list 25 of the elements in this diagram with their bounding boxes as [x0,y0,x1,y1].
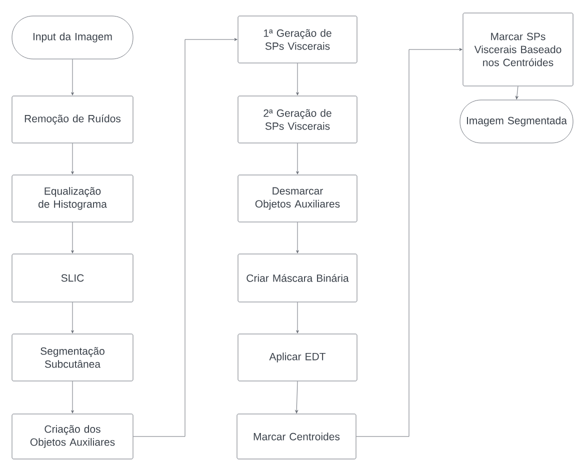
process-box: Equalização de Histograma [12,174,134,222]
process-box: 2ª Geração de SPs Viscerais [238,96,358,144]
process-box: Marcar Centroides [236,414,356,460]
arrow [295,380,298,414]
process-box: Desmarcar Objetos Auxiliares [238,174,358,222]
arrow [71,222,74,254]
arrow [356,48,462,437]
process-box: Remoção de Ruídos [12,96,134,144]
arrow [296,63,299,96]
arrow [296,143,299,174]
process-box: 1ª Geração de SPs Viscerais [238,16,358,64]
process-box: SLIC [12,254,134,302]
process-box: Marcar SPs Viscerais Baseado nos Centróides [462,12,574,86]
arrow [71,143,74,174]
arrow [296,302,299,334]
arrow [71,302,74,334]
process-box: Segmentação Subcutânea [12,334,134,382]
process-box: Criação dos Objetos Auxiliares [12,414,134,460]
arrow [515,86,518,100]
arrow [71,380,74,414]
process-box: Criar Máscara Binária [238,254,358,302]
arrow [71,59,74,96]
arrow [133,38,238,437]
arrow [296,222,299,254]
process-box: Aplicar EDT [238,334,358,382]
